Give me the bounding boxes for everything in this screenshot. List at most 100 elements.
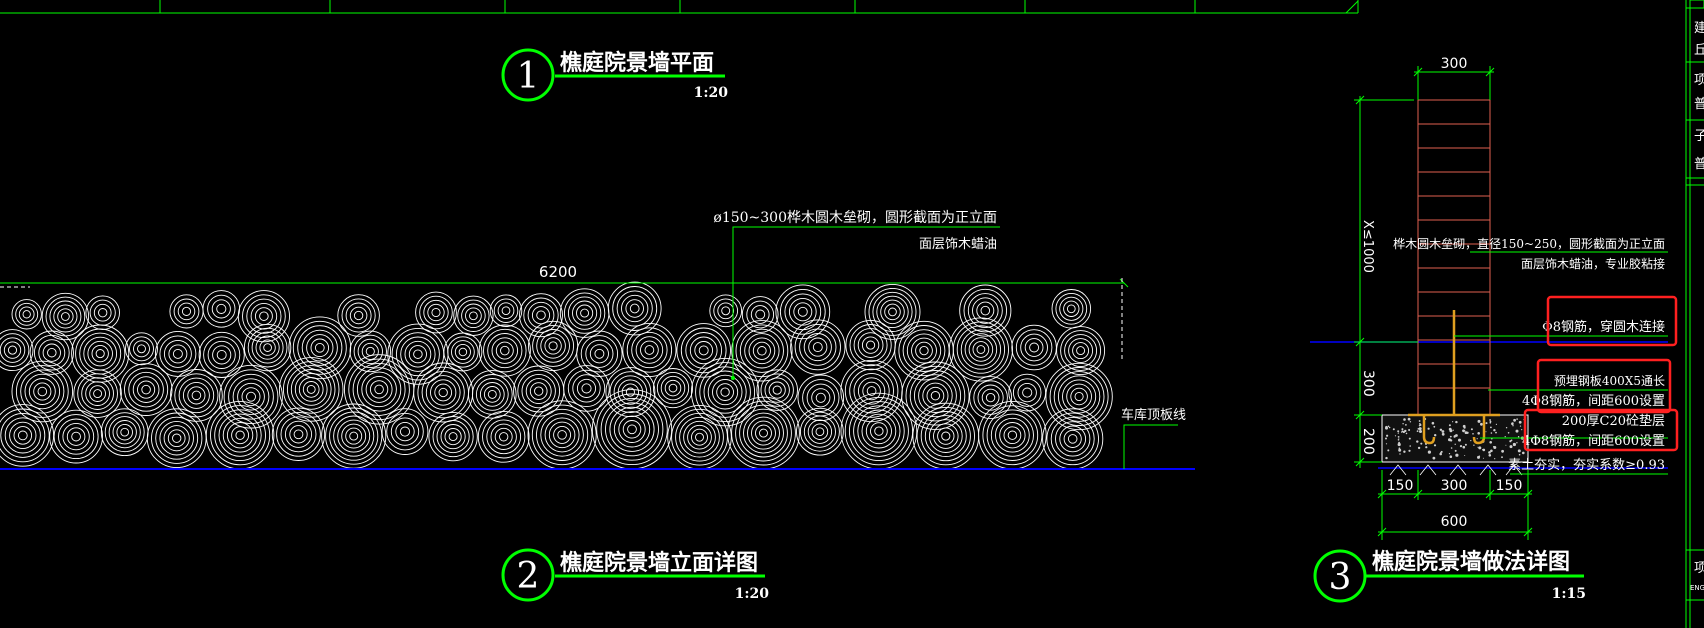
concrete-speck [1385, 443, 1388, 445]
log-ring [976, 301, 995, 320]
concrete-speck [1418, 427, 1422, 431]
log-ring [231, 426, 250, 445]
log-ring [519, 293, 563, 338]
concrete-speck [1504, 436, 1506, 438]
concrete-speck [1485, 422, 1488, 425]
log-ring [212, 345, 232, 365]
log-ring [775, 284, 831, 340]
log-ring [292, 320, 347, 375]
concrete-texture [1385, 417, 1525, 460]
log-ring [933, 423, 959, 449]
log-ring [172, 348, 183, 359]
log-ring [901, 361, 970, 430]
log-ring [1007, 430, 1018, 440]
log-ring [386, 412, 424, 451]
log-ring [844, 396, 914, 466]
view1-title-block: 1 樵庭院景墙平面 1:20 [501, 48, 728, 102]
concrete-speck [1419, 430, 1422, 433]
view2-note-line2: 面层饰木蜡油 [919, 237, 997, 252]
log-ring [125, 332, 158, 366]
log-ring [0, 333, 30, 367]
log-ring [214, 409, 266, 462]
log-ring [731, 400, 796, 466]
note5: 素土夯实，夯实系数≥0.93 [1508, 458, 1665, 473]
log-ring [341, 423, 367, 449]
view1-number-circle [501, 48, 555, 102]
log-ring [112, 420, 137, 445]
log-ring [532, 324, 575, 367]
log-ring [399, 426, 411, 437]
log-ring [132, 376, 160, 403]
log-ring [133, 340, 150, 358]
log-ring [100, 408, 149, 457]
concrete-speck [1394, 435, 1397, 437]
log-ring [345, 302, 372, 329]
log-ring [413, 349, 423, 359]
log-ring [913, 374, 957, 418]
log-ring [790, 319, 846, 375]
side-label-2: 丘 [1694, 43, 1704, 58]
log-ring [487, 333, 523, 369]
log-ring [531, 404, 593, 466]
view2-number: 2 [517, 556, 540, 597]
log-ring [413, 362, 474, 423]
log-ring [528, 320, 579, 371]
log-ring [902, 329, 946, 372]
log-ring [760, 373, 794, 407]
concrete-speck [1505, 444, 1507, 446]
log-ring [937, 427, 955, 445]
log-ring [713, 298, 739, 324]
log-ring [7, 345, 18, 355]
log-ring [716, 383, 734, 401]
log-ring [1011, 324, 1057, 371]
log-ring [613, 411, 651, 448]
log-ring [489, 294, 523, 327]
log-ring [744, 333, 780, 369]
log-ring [83, 336, 118, 371]
log-ring [15, 302, 39, 326]
side-label-3: 项 [1694, 73, 1704, 88]
log-ring [263, 343, 272, 352]
log-ring [807, 419, 833, 444]
log-ring [108, 416, 141, 449]
log-ring [853, 405, 905, 457]
log-ring [461, 303, 486, 329]
concrete-speck [1501, 456, 1503, 459]
log-ring [73, 369, 122, 418]
log-ring [173, 298, 200, 325]
log-ring [333, 415, 375, 457]
concrete-speck [1398, 447, 1401, 450]
concrete-speck [1505, 427, 1508, 429]
log-ring [759, 428, 768, 438]
log-ring [563, 292, 606, 334]
log-ring [294, 373, 328, 406]
view3-number: 3 [1329, 557, 1352, 598]
log-ring [280, 416, 317, 453]
log-ring [735, 324, 789, 378]
log-ring [167, 429, 186, 448]
log-ring [85, 295, 120, 330]
side-label-6: 普 [1694, 157, 1704, 172]
concrete-speck [1455, 420, 1458, 424]
log-ring [717, 302, 735, 320]
concrete-speck [1473, 444, 1475, 446]
side-panel: 建 丘 项 普 子 普 项 ENG [1685, 0, 1704, 628]
concrete-speck [1439, 428, 1443, 431]
log-ring [973, 380, 1008, 415]
concrete-speck [1403, 450, 1406, 453]
concrete-speck [1509, 445, 1513, 449]
log-ring [640, 340, 659, 360]
log-ring [33, 334, 70, 371]
log-ring [918, 378, 953, 413]
log-ring [922, 382, 949, 409]
log-ring [797, 306, 808, 317]
concrete-speck [1409, 421, 1412, 423]
concrete-speck [1417, 446, 1421, 450]
concrete-speck [1420, 443, 1423, 445]
log-ring [203, 336, 241, 374]
concrete-speck [1490, 426, 1492, 429]
concrete-speck [1448, 424, 1451, 427]
log-ring [501, 306, 511, 316]
concrete-speck [1434, 434, 1437, 437]
